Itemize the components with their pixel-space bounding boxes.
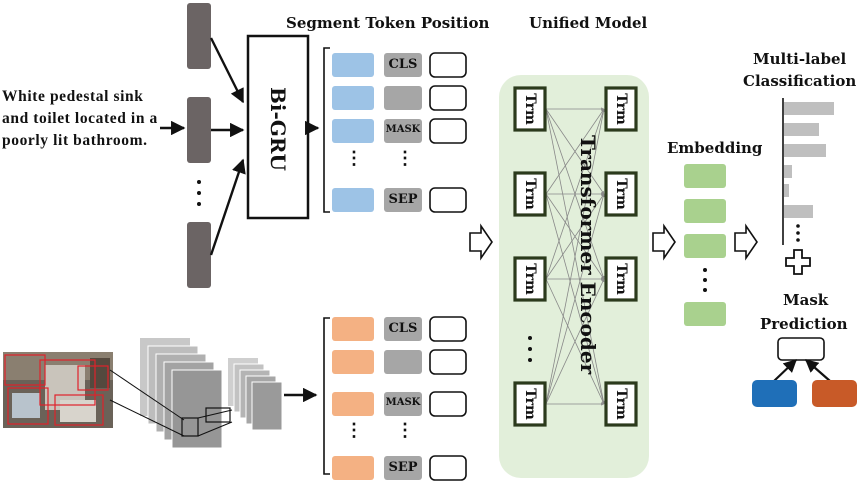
transformer-connections [545,107,606,406]
image-segment-ellipsis: ⋮ [345,420,363,441]
mask-output-orange [812,380,857,407]
trm-box-borders [513,86,638,427]
ellipsis-dot [528,347,532,351]
image-projection-line [109,399,185,437]
trm-connection [545,193,605,280]
ellipsis-dot [197,191,201,195]
gru-unit [187,222,211,288]
image-position-box [429,391,467,417]
cnn-feature-maps-small [205,358,283,431]
text-position-box [429,187,467,213]
text-token-box [384,53,422,77]
ellipsis-dot [796,224,800,228]
unified-model-header: Unified Model [529,14,648,32]
gru-unit [187,97,211,163]
mask-header: Mask [783,291,829,309]
mask-arrow-right [805,359,831,382]
mask-arrow-left [773,359,797,382]
ellipsis-dot [796,231,800,235]
mask-output-blue [752,380,797,407]
image-token-rows [332,316,467,481]
input-image [3,352,113,428]
image-position-box [429,349,467,375]
trm-label: Trm [613,93,629,125]
text-segment-ellipsis: ⋮ [345,148,363,169]
image-token-ellipsis: ⋮ [396,420,414,441]
text-position-box [429,52,467,78]
trm-label: Trm [522,93,538,125]
image-token-box [384,456,422,480]
trm-label: Trm [522,388,538,420]
text-token-box [384,119,422,143]
image-token-box [384,317,422,341]
trm-connection [545,278,605,405]
image-token-bracket [323,317,330,475]
trm-label: Trm [613,178,629,210]
cnn-feature-maps-large [140,338,223,449]
prediction-header: Prediction [760,315,848,333]
feature-projection-line [197,409,233,419]
image-token-box [384,392,422,416]
trm-connection [545,108,605,195]
trm-connection [545,193,605,405]
text-segment-box [332,53,374,77]
trm-connection [545,108,606,405]
text-sep-token: SEP [388,192,418,207]
trm-connection [545,108,605,280]
ellipsis-dot [197,202,201,206]
classification-header: Classification [743,72,857,90]
image-position-box [429,455,467,481]
transformer-encoder-label: Transformer Encoder [576,135,600,375]
embedding-header: Embedding [667,139,763,157]
classification-bars [784,102,834,218]
image-sep-token: SEP [388,460,418,475]
text-segment-box [332,86,374,110]
plus-icon [785,249,811,275]
text-position-box [429,85,467,111]
trm-label: Trm [522,178,538,210]
input-hollow-arrow [469,223,493,261]
bigru-label: Bi-GRU [266,87,290,171]
text-mask-token: MASK [385,124,421,135]
text-token-bracket [323,47,330,213]
image-token-box [384,350,422,374]
text-position-box [429,118,467,144]
segment-token-position-header: Segment Token Position [286,14,490,32]
ellipsis-dot [796,238,800,242]
text-token-rows [332,52,467,213]
input-caption: White pedestal sink and toilet located i… [2,88,158,149]
trm-label: Trm [613,263,629,295]
multi-label-header: Multi-label [753,50,847,68]
ellipsis-dot [528,336,532,340]
gru-unit [187,3,211,69]
text-segment-box [332,119,374,143]
encoder-hollow-arrow [652,223,676,261]
text-cls-token: CLS [388,57,418,72]
text-token-ellipsis: ⋮ [396,148,414,169]
text-segment-box [332,188,374,212]
ellipsis-dot [528,358,532,362]
image-segment-box [332,392,374,416]
gru-arrows [209,37,246,256]
text-token-box [384,188,422,212]
embedding-boxes [684,164,726,326]
trm-label: Trm [613,388,629,420]
image-segment-box [332,350,374,374]
ellipsis-dot [197,180,201,184]
image-cls-token: CLS [388,321,418,336]
text-token-box [384,86,422,110]
embedding-hollow-arrow [734,223,758,261]
image-segment-box [332,317,374,341]
image-mask-token: MASK [385,397,421,408]
trm-label: Trm [522,263,538,295]
image-projection-line [109,369,185,421]
mask-prediction-node [777,337,825,361]
feature-projection-line [197,421,233,437]
image-position-box [429,316,467,342]
image-segment-box [332,456,374,480]
gru-units [187,3,211,288]
